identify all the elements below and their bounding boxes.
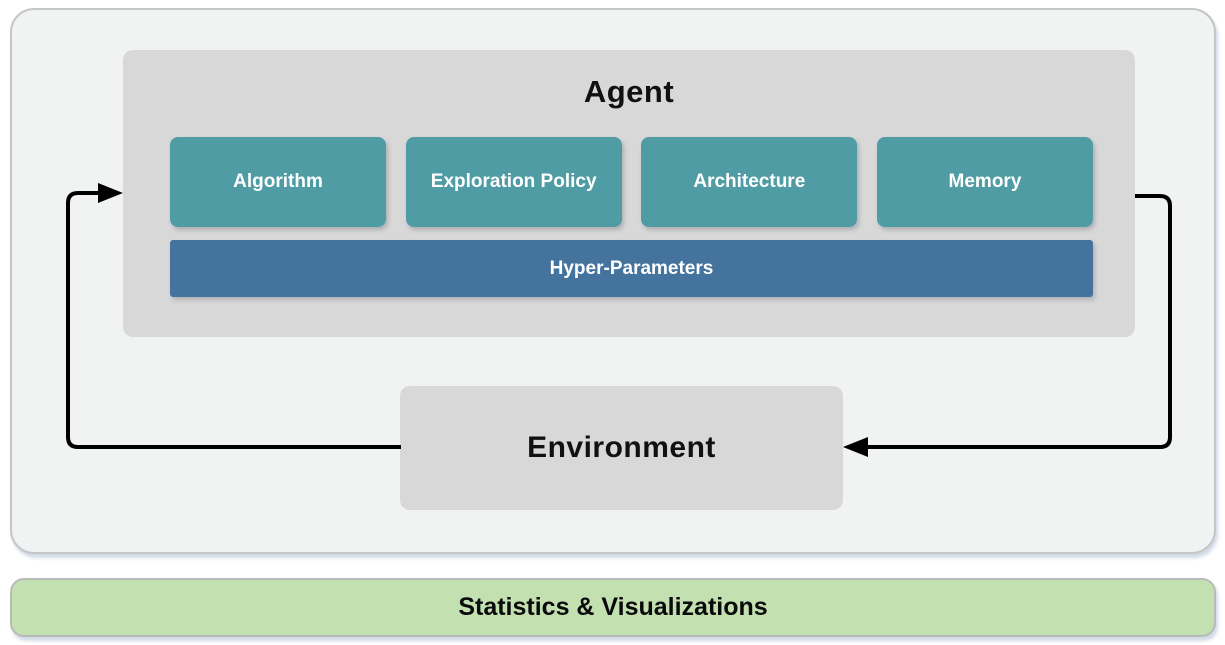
module-box-algorithm: Algorithm [170,137,386,227]
agent-title: Agent [583,74,675,109]
agent-module-row: Algorithm Exploration Policy Architectur… [170,137,1093,227]
hyper-parameters-bar: Hyper-Parameters [170,240,1093,297]
agent-panel: Agent Algorithm Exploration Policy Archi… [123,50,1135,337]
module-box-memory: Memory [876,137,1093,227]
module-box-architecture: Architecture [641,137,858,227]
module-box-exploration-policy: Exploration Policy [405,137,622,227]
statistics-visualizations-bar: Statistics & Visualizations [10,578,1216,637]
environment-box: Environment [400,386,843,510]
